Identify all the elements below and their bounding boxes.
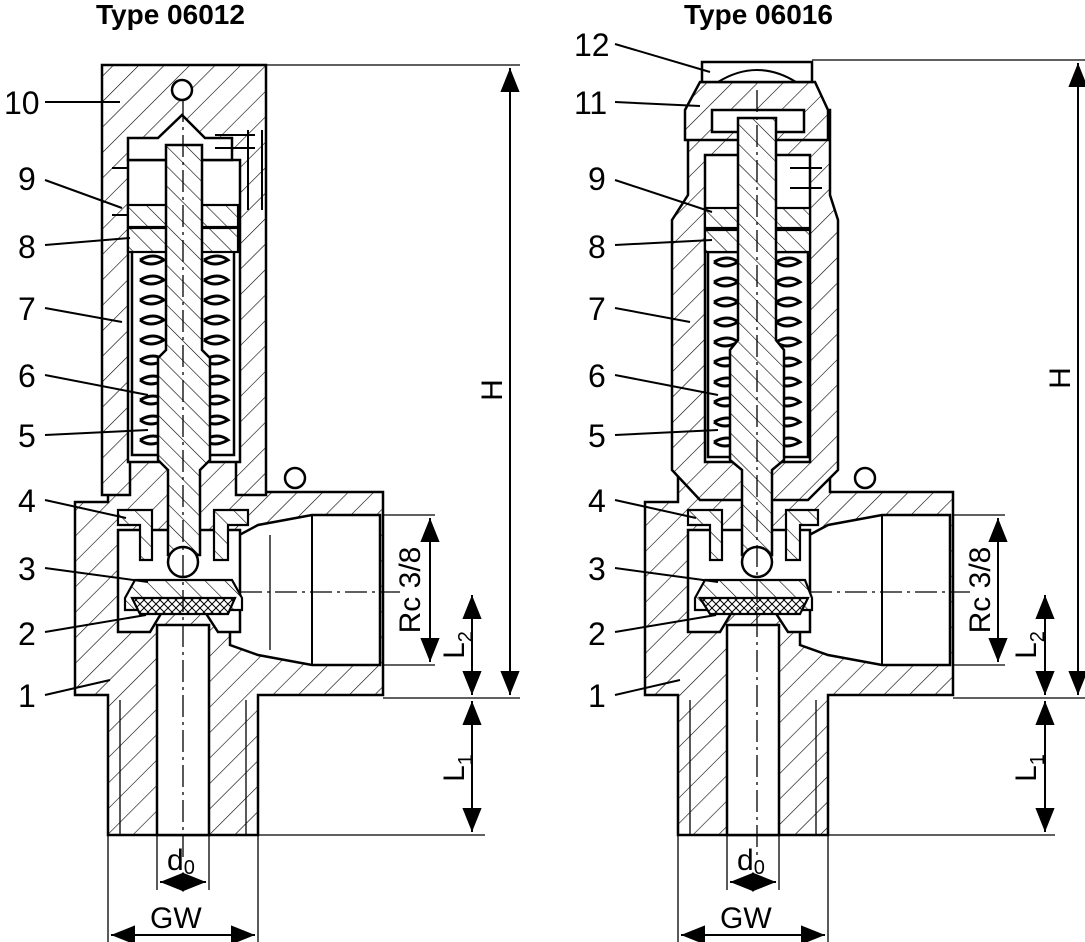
valve-type-06012: Type 06012 (73, 0, 400, 860)
callout-10: 10 (4, 85, 40, 121)
callout-6: 6 (18, 358, 36, 394)
dimensions-left: H Rc 3/8 L2 L1 d0 GW (107, 64, 520, 942)
dim-h-left: H (476, 379, 509, 401)
callout-8: 8 (18, 229, 36, 265)
dim-l1-right: L1 (1010, 754, 1049, 782)
part-10-vent-hole (170, 78, 194, 102)
callout-7: 7 (18, 291, 36, 327)
dim-l2-left: L2 (438, 631, 477, 659)
callout-12: 12 (574, 27, 610, 63)
callout-5: 5 (588, 418, 606, 454)
callout-6: 6 (588, 358, 606, 394)
callout-4: 4 (588, 483, 606, 519)
callout-leaders-left (44, 101, 149, 696)
callout-7: 7 (588, 291, 606, 327)
dim-thread-left: Rc 3/8 (394, 547, 427, 634)
dim-l2-right: L2 (1010, 631, 1049, 659)
callout-3: 3 (588, 551, 606, 587)
title-type-06012: Type 06012 (96, 0, 245, 30)
callout-11: 11 (574, 85, 607, 121)
part-5-spindle (156, 143, 212, 557)
callout-1: 1 (18, 678, 36, 714)
callout-3: 3 (18, 551, 36, 587)
callout-1: 1 (588, 678, 606, 714)
dim-gw-left: GW (150, 902, 202, 935)
callout-9: 9 (588, 161, 606, 197)
part-4-guide (116, 508, 250, 562)
valve-type-06016: Type 06016 (643, 0, 970, 860)
dim-d0-right: d0 (737, 844, 765, 879)
dimensions-right: H Rc 3/8 L2 L1 d0 GW (677, 59, 1085, 942)
callout-4: 4 (18, 483, 36, 519)
outlet-bore (228, 513, 382, 667)
callout-9: 9 (18, 161, 36, 197)
part-12-lead-seal (700, 60, 814, 84)
callouts-right: 12 11 9 8 7 6 5 4 3 2 1 (574, 27, 610, 714)
callouts-left: 10 9 8 7 6 5 4 3 2 1 (4, 85, 40, 714)
dim-h-right: H (1044, 367, 1077, 389)
callout-5: 5 (18, 418, 36, 454)
title-type-06016: Type 06016 (684, 0, 833, 30)
dim-l1-left: L1 (438, 754, 477, 782)
callout-8: 8 (588, 229, 606, 265)
callout-leaders-right (614, 43, 719, 696)
callout-2: 2 (18, 616, 36, 652)
dim-gw-right: GW (720, 902, 772, 935)
lug-hole (283, 466, 307, 490)
dim-thread-right: Rc 3/8 (964, 547, 997, 634)
dim-d0-left: d0 (167, 844, 195, 879)
callout-2: 2 (588, 616, 606, 652)
